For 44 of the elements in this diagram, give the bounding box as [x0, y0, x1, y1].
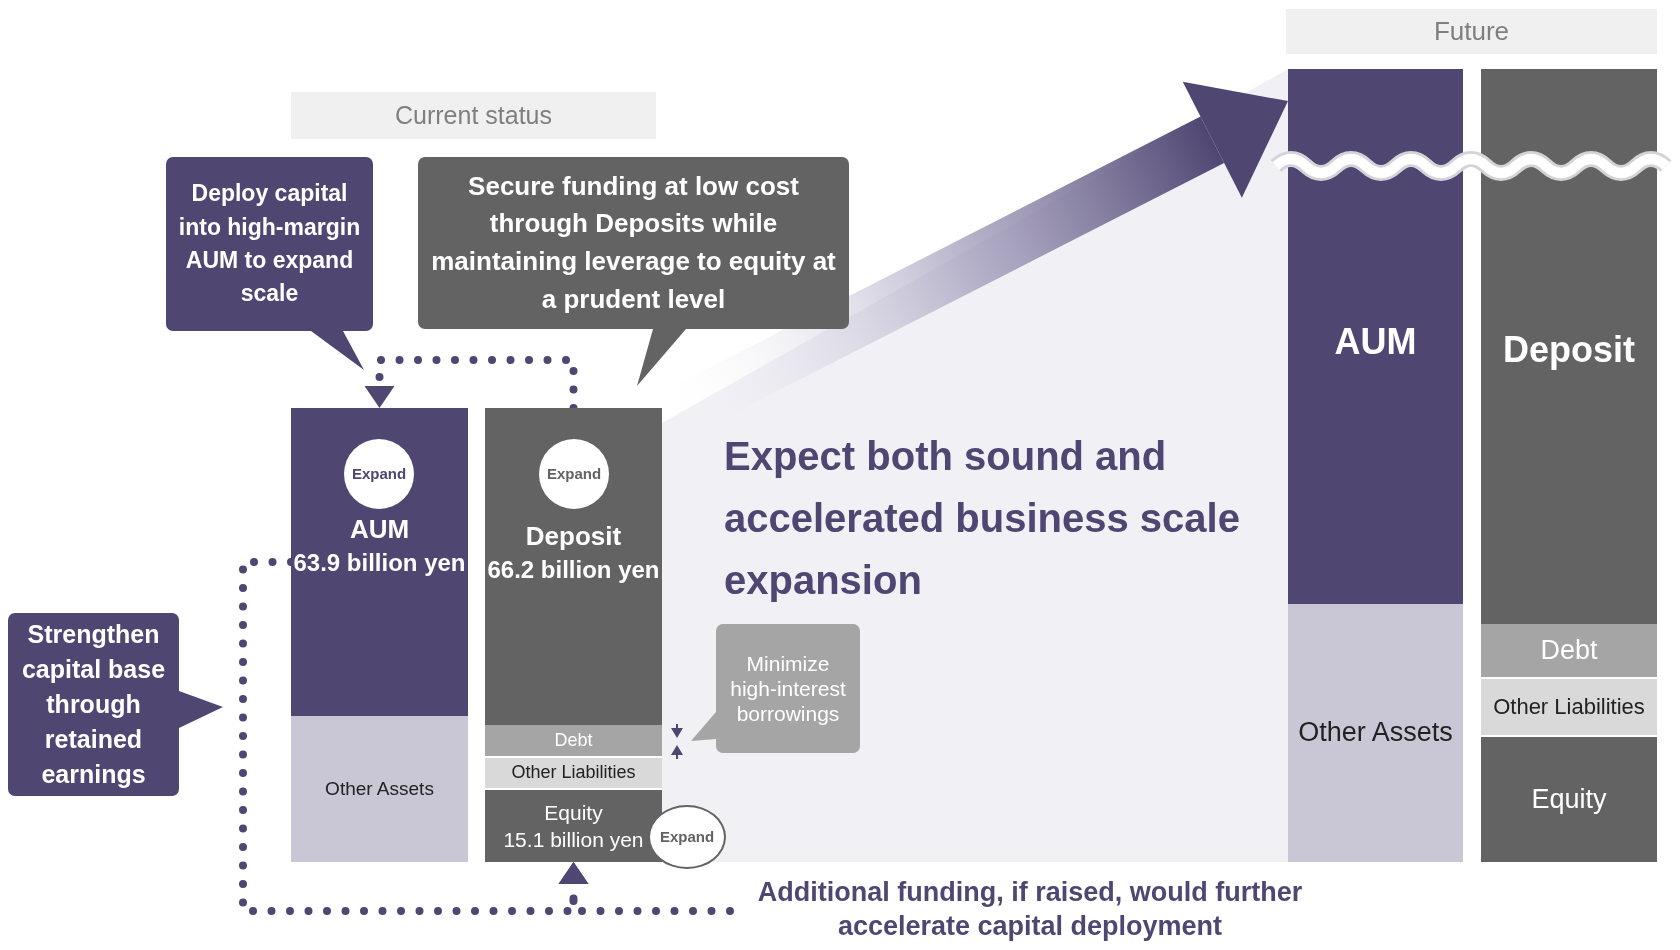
callout-bubble [691, 624, 860, 753]
callout-bubble [8, 613, 223, 796]
segment-label: Deposit [525, 520, 622, 553]
badge-label: Expand [351, 464, 407, 484]
segment-label: Deposit [1503, 328, 1635, 372]
bar-segment [485, 758, 662, 788]
segment-label: Other Assets [325, 776, 434, 801]
segment-label: Equity [1531, 782, 1607, 816]
bar-segment [1288, 69, 1463, 604]
note-text: Additional funding, if raised, would further accelerate capital deployment [730, 876, 1330, 946]
segment-label: Other Liabilities [1493, 692, 1645, 721]
callout-text: Minimize high-interest borrowings [729, 650, 847, 727]
segment-label: Equity [544, 799, 603, 826]
badge-label: Expand [659, 827, 715, 847]
segment-label: Other Assets [1298, 716, 1453, 750]
segment-label: Other Liabilities [511, 761, 636, 785]
callout-text: Strengthen capital base through retained earnings [20, 619, 167, 790]
callout-text: Deploy capital into high-margin AUM to expand scale [177, 179, 362, 309]
amount-label: 66.2 billion yen [487, 554, 660, 585]
bar-segment [1481, 69, 1657, 624]
amount-label: 63.9 billion yen [293, 547, 466, 578]
bar-segment [291, 716, 468, 862]
band-label: Current status [395, 100, 552, 132]
bar-segment [485, 725, 662, 756]
bar-segment [485, 790, 662, 862]
callout-bubble [418, 157, 849, 386]
callout-text: Secure funding at low cost through Deposits while maintaining leverage to equity at a prudent level [430, 169, 837, 316]
segment-label: AUM [1334, 320, 1417, 364]
bar-segment [1481, 737, 1657, 862]
segment-label: Debt [1540, 633, 1598, 667]
bar-segment [291, 408, 468, 716]
bar-segment [485, 408, 662, 725]
bar-segment [1481, 679, 1657, 735]
segment-label: AUM [349, 513, 410, 546]
headline-text: Expect both sound and accelerated business scale expansion [724, 433, 1241, 604]
bar-segment [1288, 604, 1463, 862]
badge-label: Expand [546, 464, 602, 484]
segment-label: Debt [554, 728, 593, 752]
band-label: Future [1433, 14, 1510, 48]
callout-bubble [166, 157, 373, 370]
dotted-arrow [558, 862, 734, 915]
compress-arrows-icon [670, 723, 684, 760]
amount-label: 15.1 billion yen [503, 827, 644, 853]
bar-segment [1481, 624, 1657, 677]
